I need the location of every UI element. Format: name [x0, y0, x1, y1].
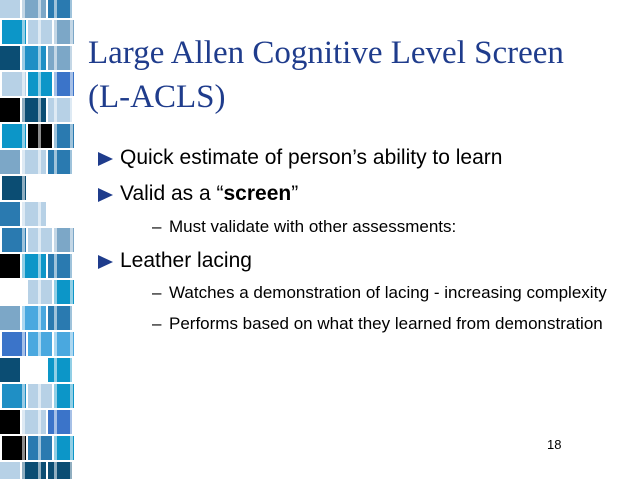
mosaic-tile — [54, 384, 74, 408]
mosaic-stripe — [54, 0, 57, 479]
mosaic-tile — [0, 46, 20, 70]
bullet-text-pre: Valid as a “ — [120, 182, 224, 205]
bullet-text: Quick estimate of person’s ability to le… — [120, 146, 503, 169]
mosaic-tile — [54, 228, 74, 252]
mosaic-tile — [22, 202, 46, 226]
title-line-2: (L-ACLS) — [88, 79, 226, 115]
mosaic-tile — [48, 0, 72, 18]
mosaic-tile — [54, 20, 74, 44]
mosaic-tile — [54, 436, 74, 460]
mosaic-stripe — [38, 0, 41, 479]
sub-bullet-text: Performs based on what they learned from… — [169, 314, 603, 333]
mosaic-tile — [54, 332, 74, 356]
mosaic-tile — [0, 358, 20, 382]
slide-title: Large Allen Cognitive Level Screen (L-AC… — [88, 31, 628, 119]
mosaic-tile — [22, 410, 46, 434]
mosaic-tile — [48, 202, 72, 226]
page-number: 18 — [547, 437, 562, 452]
bullet-marker-icon — [98, 255, 113, 269]
mosaic-stripe — [70, 0, 73, 479]
decorative-sidebar-pattern — [0, 0, 74, 479]
mosaic-tile — [48, 306, 72, 330]
mosaic-tile — [48, 254, 72, 278]
bullet-marker-icon — [98, 188, 113, 202]
bullet-text-bold: screen — [223, 182, 292, 205]
mosaic-tile — [0, 150, 20, 174]
mosaic-tile — [0, 410, 20, 434]
mosaic-stripe — [22, 0, 25, 479]
mosaic-tile — [22, 306, 46, 330]
mosaic-tile — [22, 150, 46, 174]
bullet-leather-lacing: Leather lacing — [98, 249, 628, 273]
mosaic-tile — [22, 0, 46, 18]
sub-bullet-validate: – Must validate with other assessments: — [98, 216, 628, 238]
mosaic-tile — [54, 176, 74, 200]
title-line-1: Large Allen Cognitive Level Screen — [88, 35, 564, 71]
dash-marker: – — [152, 217, 162, 236]
bullet-marker-icon — [98, 152, 113, 166]
mosaic-tile — [22, 98, 46, 122]
mosaic-tile — [0, 462, 20, 479]
mosaic-tile — [54, 280, 74, 304]
mosaic-tile — [22, 462, 46, 479]
mosaic-tile — [54, 124, 74, 148]
sub-bullet-text: Must validate with other assessments: — [169, 217, 457, 236]
dash-marker: – — [152, 283, 162, 302]
mosaic-tile — [0, 0, 20, 18]
mosaic-tile — [22, 254, 46, 278]
sub-bullet-text: Watches a demonstration of lacing - incr… — [169, 283, 607, 302]
slide-body: Quick estimate of person’s ability to le… — [98, 146, 628, 346]
mosaic-tile — [48, 46, 72, 70]
mosaic-tile — [48, 98, 72, 122]
mosaic-tile — [48, 358, 72, 382]
bullet-quick-estimate: Quick estimate of person’s ability to le… — [98, 146, 628, 170]
sub-bullet-performs: – Performs based on what they learned fr… — [98, 313, 628, 335]
bullet-valid-screen: Valid as a “screen” — [98, 182, 628, 206]
mosaic-tile — [48, 150, 72, 174]
mosaic-tile — [22, 358, 46, 382]
mosaic-tile — [0, 98, 20, 122]
mosaic-tile — [48, 410, 72, 434]
mosaic-tile — [0, 306, 20, 330]
dash-marker: – — [152, 314, 162, 333]
mosaic-tile — [0, 254, 20, 278]
bullet-text: Leather lacing — [120, 249, 252, 272]
bullet-text-post: ” — [291, 182, 299, 205]
mosaic-tile — [54, 72, 74, 96]
sidebar-mosaic — [0, 0, 74, 479]
mosaic-tile — [48, 462, 72, 479]
sub-bullet-watches: – Watches a demonstration of lacing - in… — [98, 282, 628, 304]
mosaic-tile — [0, 202, 20, 226]
mosaic-tile — [22, 46, 46, 70]
